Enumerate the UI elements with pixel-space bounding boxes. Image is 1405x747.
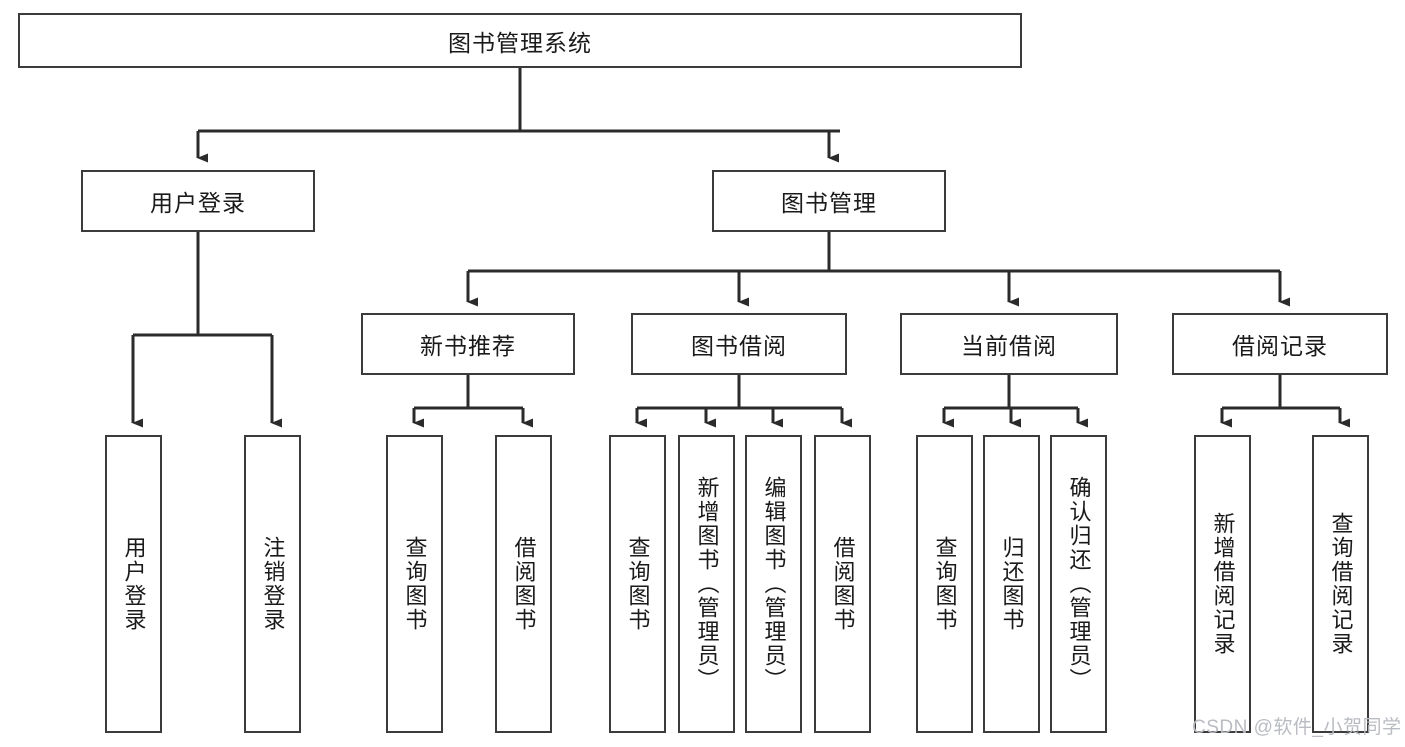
leaf-new-book-recommend-1[interactable]: 查询图书 — [386, 435, 443, 733]
leaf-new-book-recommend-2[interactable]: 借阅图书 — [495, 435, 552, 733]
node-book-borrow[interactable]: 图书借阅 — [631, 313, 847, 375]
node-label: 新书推荐 — [420, 333, 516, 359]
node-label: 用户登录 — [121, 536, 147, 632]
node-current-borrow[interactable]: 当前借阅 — [900, 313, 1118, 375]
leaf-user-login-2[interactable]: 注销登录 — [244, 435, 301, 733]
node-label: 查询图书 — [402, 536, 428, 632]
leaf-borrow-record-1[interactable]: 新增借阅记录 — [1194, 435, 1251, 733]
node-borrow-record[interactable]: 借阅记录 — [1172, 313, 1388, 375]
node-label: 图书管理系统 — [448, 29, 592, 56]
leaf-current-borrow-2[interactable]: 归还图书 — [983, 435, 1040, 733]
node-label: 借阅记录 — [1232, 333, 1328, 359]
node-label: 新增图书（管理员） — [694, 476, 720, 692]
leaf-book-borrow-3[interactable]: 编辑图书（管理员） — [745, 435, 802, 733]
leaf-book-borrow-4[interactable]: 借阅图书 — [814, 435, 871, 733]
node-label: 查询图书 — [625, 536, 651, 632]
node-label: 编辑图书（管理员） — [761, 476, 787, 692]
node-user-login[interactable]: 用户登录 — [81, 170, 315, 232]
leaf-book-borrow-2[interactable]: 新增图书（管理员） — [678, 435, 735, 733]
node-label: 确认归还（管理员） — [1066, 476, 1092, 692]
node-label: 当前借阅 — [961, 333, 1057, 359]
node-label: 借阅图书 — [511, 536, 537, 632]
node-label: 借阅图书 — [830, 536, 856, 632]
csdn-watermark: CSDN @软件_小贺同学 — [1192, 717, 1402, 738]
leaf-current-borrow-1[interactable]: 查询图书 — [916, 435, 973, 733]
leaf-book-borrow-1[interactable]: 查询图书 — [609, 435, 666, 733]
leaf-current-borrow-3[interactable]: 确认归还（管理员） — [1050, 435, 1107, 733]
node-label: 查询图书 — [932, 536, 958, 632]
node-root-book-management-system[interactable]: 图书管理系统 — [18, 13, 1022, 68]
node-new-book-recommend[interactable]: 新书推荐 — [361, 313, 575, 375]
node-book-management[interactable]: 图书管理 — [712, 170, 946, 232]
leaf-borrow-record-2[interactable]: 查询借阅记录 — [1312, 435, 1369, 733]
node-label: 查询借阅记录 — [1328, 512, 1354, 656]
node-label: 注销登录 — [260, 536, 286, 632]
node-label: 归还图书 — [999, 536, 1025, 632]
leaf-user-login-1[interactable]: 用户登录 — [105, 435, 162, 733]
node-label: 用户登录 — [150, 190, 246, 216]
node-label: 图书借阅 — [691, 333, 787, 359]
node-label: 新增借阅记录 — [1210, 512, 1236, 656]
node-label: 图书管理 — [781, 190, 877, 216]
